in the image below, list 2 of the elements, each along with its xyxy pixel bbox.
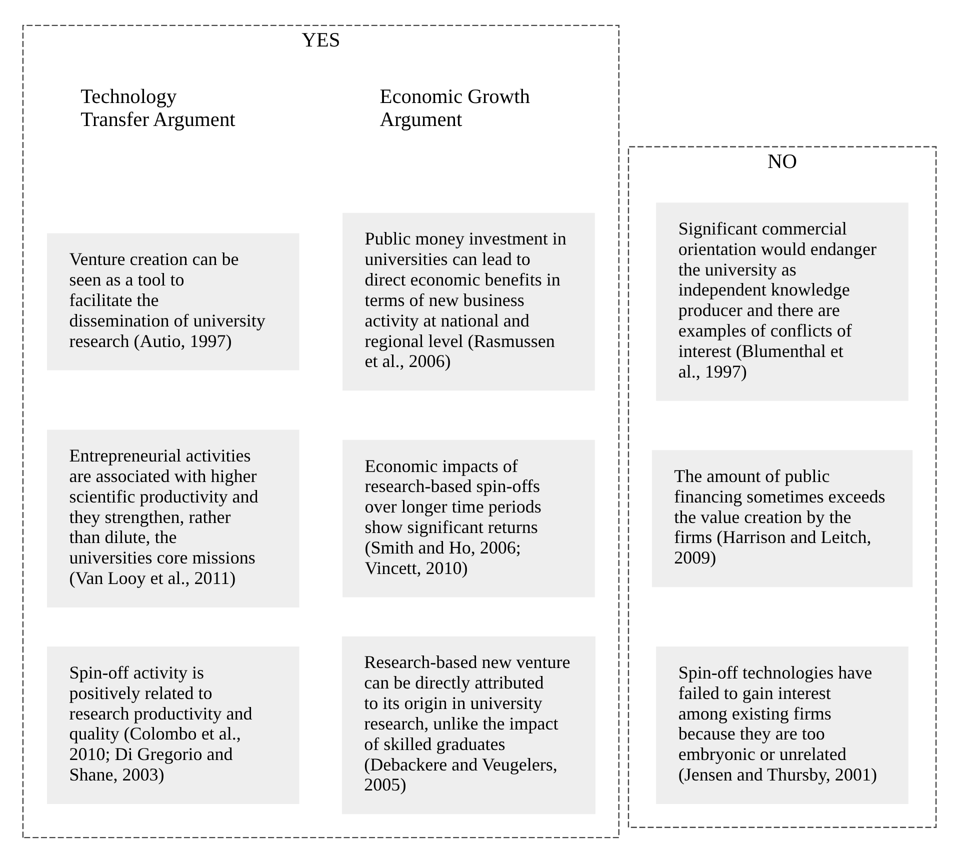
label: Economic Growth Argument (380, 86, 530, 131)
label: Technology Transfer Argument (80, 86, 236, 131)
